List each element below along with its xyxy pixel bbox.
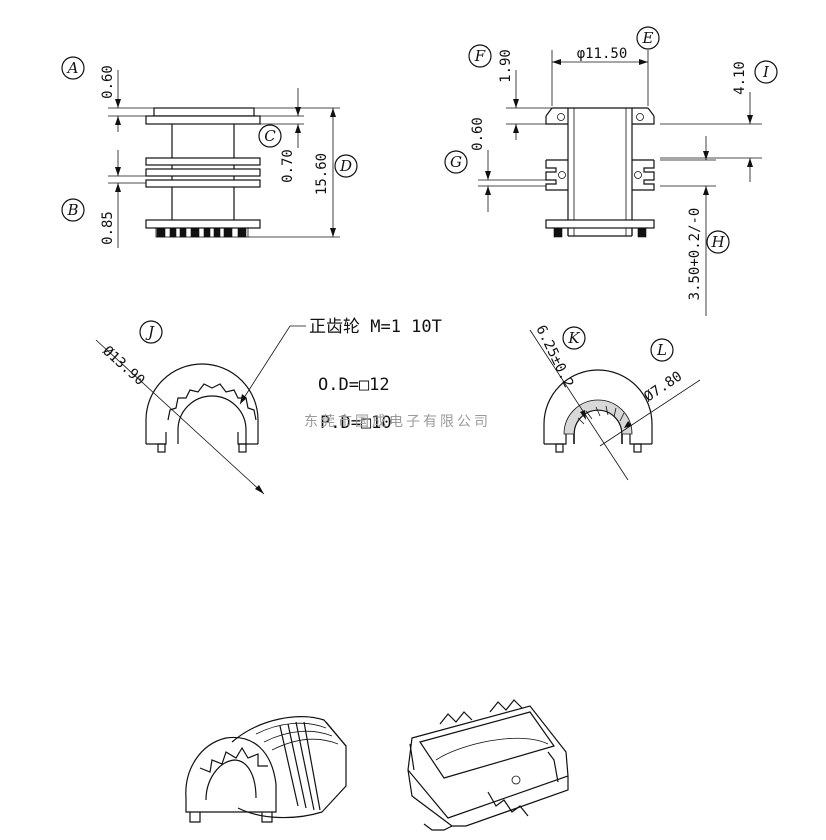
dim-c-value: 0.70 [280,149,296,183]
front-view: 0.60 0.85 0.70 15.60 [100,65,340,248]
svg-text:F: F [474,47,486,65]
dim-i-value: 4.10 [732,61,748,95]
svg-text:B: B [66,201,78,219]
gear-note-title: 正齿轮 M=1 10T [309,317,442,337]
callout-e: E [636,26,660,50]
svg-text:D: D [339,157,352,175]
dim-b-value: 0.85 [100,211,116,245]
callout-i: I [754,60,778,84]
isometric-split-shell [407,699,569,831]
svg-text:E: E [642,29,654,47]
dim-e-value: φ11.50 [577,46,628,62]
callout-l: L [650,338,674,362]
dim-g-value: 0.60 [470,117,486,151]
callout-b: B [61,198,85,222]
callout-j: J [139,320,163,344]
svg-text:K: K [567,329,580,347]
isometric-gear-bobbin [185,716,347,823]
callout-d: D [334,154,358,178]
callout-g: G [444,150,468,174]
callout-h: H [706,230,730,254]
svg-text:L: L [656,341,667,359]
callout-f: F [468,44,492,68]
callouts: A B C D E F G H I J K L [61,26,778,362]
dim-a-value: 0.60 [100,65,116,99]
svg-text:H: H [710,233,725,251]
svg-text:I: I [762,63,770,81]
dim-d-value: 15.60 [314,153,330,195]
shell-end-view: 6.25±0.2 Ø7.80 [529,323,701,481]
svg-text:J: J [145,323,155,341]
dim-f-value: 1.90 [498,49,514,83]
gear-note-od: O.D=□12 [318,375,390,395]
side-view: φ11.50 1.90 0.60 4.10 3.50+0.2/-0 [470,46,762,316]
dim-h-value: 3.50+0.2/-0 [687,208,703,301]
svg-text:G: G [450,153,462,171]
watermark: 东莞市国成电子有限公司 [304,413,491,430]
callout-c: C [258,124,282,148]
gear-note-pd: P.D=□10 [320,413,392,433]
gear-end-view: Ø13.90 [95,325,306,495]
callout-k: K [562,326,586,350]
front-view-pins [155,227,249,238]
callout-a: A [61,56,85,80]
gear-note: 正齿轮 M=1 10T O.D=□12 P.D=□10 [309,317,442,433]
dim-l-value: Ø7.80 [641,368,685,405]
svg-text:C: C [264,127,276,145]
dim-j-value: Ø13.90 [99,343,147,389]
svg-text:A: A [66,59,79,77]
